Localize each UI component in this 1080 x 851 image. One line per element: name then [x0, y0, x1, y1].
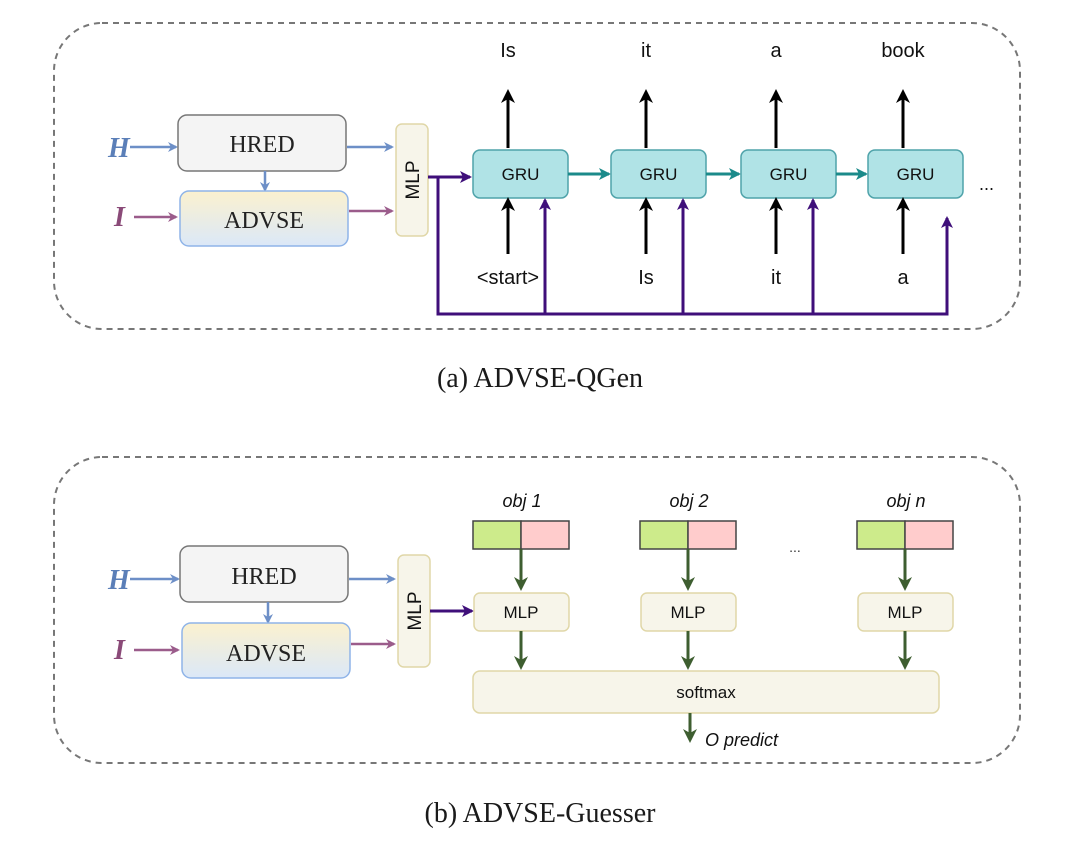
hred-label: HRED [229, 132, 294, 158]
softmax-label: softmax [676, 683, 736, 702]
object-mlp-label: MLP [671, 603, 706, 622]
input-h-label: H [107, 133, 131, 164]
object-label: obj 1 [502, 491, 541, 511]
object-label: obj 2 [669, 491, 708, 511]
figure-b-frame [53, 456, 1021, 764]
output-word: Is [500, 40, 516, 62]
mlp-label: MLP [405, 591, 426, 630]
object-mlp-label: MLP [504, 603, 539, 622]
advse-label: ADVSE [226, 641, 306, 667]
gru-ellipsis: ... [979, 174, 994, 194]
input-word: a [897, 267, 909, 289]
output-word: it [641, 40, 651, 62]
output-label: O predict [705, 730, 779, 750]
object-column: obj n MLP [856, 491, 954, 670]
caption-b: (b) ADVSE-Guesser [425, 798, 657, 829]
output-word: book [881, 40, 925, 62]
softmax-box [472, 670, 940, 714]
advse-label: ADVSE [224, 208, 304, 234]
object-visual-feature [472, 520, 522, 550]
gru-label: GRU [502, 165, 540, 184]
input-word: it [771, 267, 781, 289]
input-word: Is [638, 267, 654, 289]
context-bus [436, 177, 953, 316]
gru-label: GRU [897, 165, 935, 184]
object-column: obj 2 MLP [639, 491, 737, 670]
gru-label: GRU [640, 165, 678, 184]
mlp-box [395, 123, 429, 237]
gru-step: GRU Is <start> [472, 40, 611, 314]
obj-ellipsis: ... [789, 539, 801, 555]
hred-label: HRED [231, 564, 296, 590]
output-word: a [770, 40, 782, 62]
object-spatial-feature [687, 520, 737, 550]
gru-step: GRU a it [740, 40, 868, 314]
gru-label: GRU [770, 165, 808, 184]
input-i-label: I [113, 202, 126, 233]
caption-a: (a) ADVSE-QGen [437, 363, 643, 394]
gru-box [867, 149, 964, 199]
hred-box [177, 114, 347, 172]
input-h-label: H [107, 565, 131, 596]
figure-a-frame [53, 22, 1021, 330]
mlp-label: MLP [403, 160, 424, 199]
input-i-label: I [113, 635, 126, 666]
object-column: obj 1 MLP [472, 491, 570, 670]
gru-step: GRU book a [867, 40, 964, 289]
object-visual-feature [856, 520, 906, 550]
figure-a: H I HRED ADVSE MLP GRUIs<start>GRUitIsGR… [53, 22, 1021, 330]
object-spatial-feature [904, 520, 954, 550]
advse-box [181, 622, 351, 679]
object-label: obj n [886, 491, 925, 511]
object-visual-feature [639, 520, 689, 550]
input-word: <start> [477, 267, 539, 289]
hred-box [179, 545, 349, 603]
advse-box [179, 190, 349, 247]
object-spatial-feature [520, 520, 570, 550]
object-mlp-label: MLP [888, 603, 923, 622]
